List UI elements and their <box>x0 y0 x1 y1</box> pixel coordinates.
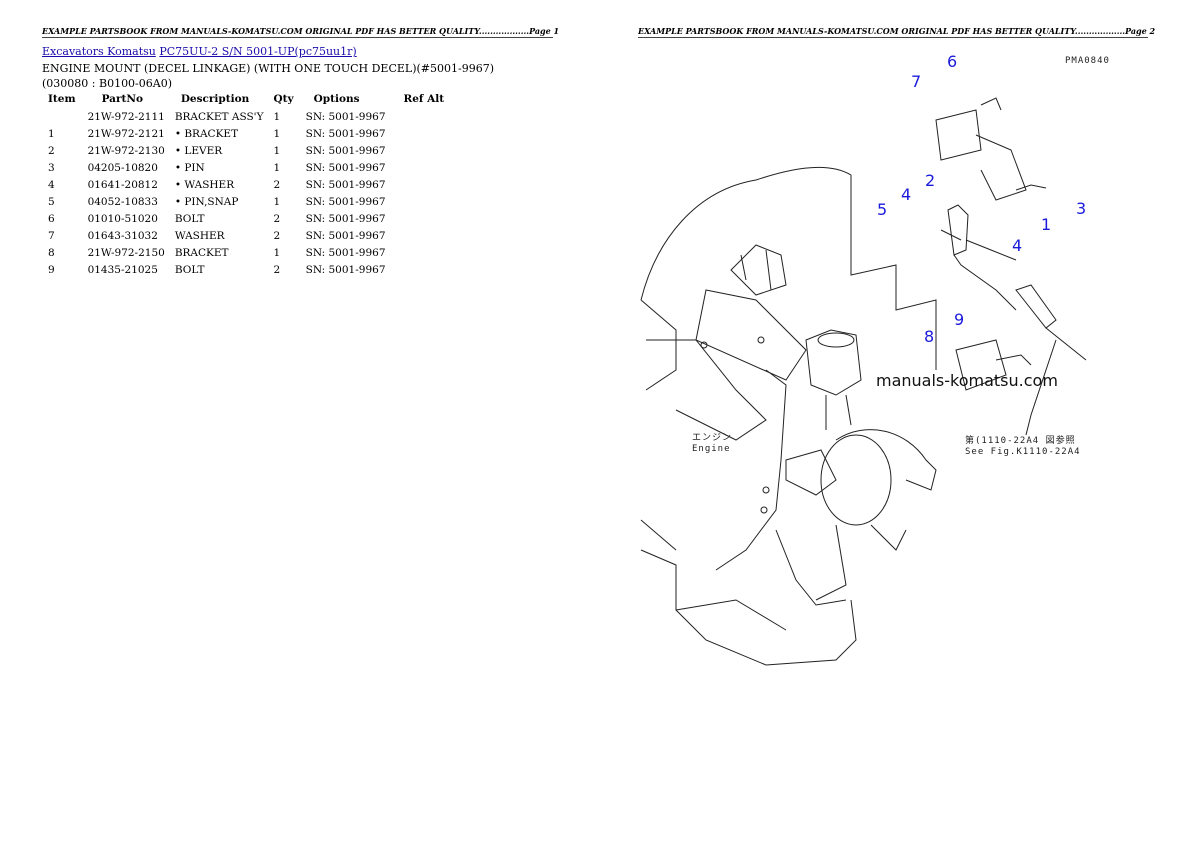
item-cell: 1 <box>48 127 55 140</box>
item-cell: 4 <box>48 178 55 191</box>
parts-diagram <box>640 97 1087 666</box>
page-2-header: EXAMPLE PARTSBOOK FROM MANUALS-KOMATSU.C… <box>638 26 1156 38</box>
table-row: 1 21W-972-2121 • BRACKET 1 SN: 5001-9967 <box>42 125 450 142</box>
qty-cell: 2 <box>273 229 281 242</box>
item-cell: 8 <box>48 246 55 259</box>
partno-cell: 04052-10833 <box>87 195 158 208</box>
table-row: 2 21W-972-2130 • LEVER 1 SN: 5001-9967 <box>42 142 450 159</box>
table-row: 21W-972-2111 BRACKET ASS'Y 1 SN: 5001-9967 <box>42 108 450 125</box>
partno-cell: 04205-10820 <box>87 161 158 174</box>
item-cell <box>42 108 82 125</box>
description-cell: • PIN <box>174 161 205 174</box>
item-cell: 6 <box>48 212 55 225</box>
description-cell: • WASHER <box>174 178 235 191</box>
options-cell: SN: 5001-9967 <box>305 246 386 259</box>
callout-label: 4 <box>1012 236 1023 255</box>
options-cell: SN: 5001-9967 <box>305 144 386 157</box>
options-cell: SN: 5001-9967 <box>305 127 386 140</box>
options-cell: SN: 5001-9967 <box>305 212 386 225</box>
qty-cell: 2 <box>273 263 281 276</box>
column-header: Options <box>313 92 360 105</box>
parts-table: Item PartNo Description Qty Options Ref … <box>42 90 450 278</box>
table-row: 8 21W-972-2150 BRACKET 1 SN: 5001-9967 <box>42 244 450 261</box>
qty-cell: 1 <box>273 144 281 157</box>
callout-label: 1 <box>1041 215 1052 234</box>
table-row: 9 01435-21025 BOLT 2 SN: 5001-9967 <box>42 261 450 278</box>
column-header: Ref Alt <box>403 92 445 105</box>
callout-label: 6 <box>947 52 958 71</box>
partno-cell: 01010-51020 <box>87 212 158 225</box>
partno-cell: 21W-972-2130 <box>87 144 165 157</box>
options-cell: SN: 5001-9967 <box>305 195 386 208</box>
breadcrumb-link-excavators[interactable]: Excavators Komatsu <box>42 45 156 58</box>
column-header: Item <box>48 92 76 105</box>
engine-label-jp: エンジン <box>692 433 733 443</box>
qty-cell: 2 <box>273 212 281 225</box>
table-row: 5 04052-10833 • PIN,SNAP 1 SN: 5001-9967 <box>42 193 450 210</box>
options-cell: SN: 5001-9967 <box>305 178 386 191</box>
callout-label: 3 <box>1076 199 1087 218</box>
table-row: 4 01641-20812 • WASHER 2 SN: 5001-9967 <box>42 176 450 193</box>
column-header: PartNo <box>101 92 143 105</box>
qty-cell: 1 <box>273 127 281 140</box>
item-cell: 2 <box>48 144 55 157</box>
callout-label: 5 <box>877 200 888 219</box>
description-cell: BOLT <box>174 263 205 276</box>
qty-cell: 1 <box>273 110 281 123</box>
callout-label: 2 <box>925 171 936 190</box>
options-cell: SN: 5001-9967 <box>305 263 386 276</box>
partno-cell: 21W-972-2111 <box>87 110 165 123</box>
callout-label: 7 <box>911 72 922 91</box>
breadcrumb: Excavators Komatsu PC75UU-2 S/N 5001-UP(… <box>42 45 357 58</box>
item-cell: 9 <box>48 263 55 276</box>
watermark: manuals-komatsu.com <box>876 371 1058 390</box>
item-cell: 5 <box>48 195 55 208</box>
description-cell: • PIN,SNAP <box>174 195 239 208</box>
options-cell: SN: 5001-9967 <box>305 110 386 123</box>
partno-cell: 21W-972-2121 <box>87 127 165 140</box>
partno-cell: 21W-972-2150 <box>87 246 165 259</box>
diagram-code: PMA0840 <box>1065 56 1110 66</box>
description-cell: • BRACKET <box>174 127 239 140</box>
column-header: Description <box>180 92 250 105</box>
callout-label: 8 <box>924 327 935 346</box>
table-row: 6 01010-51020 BOLT 2 SN: 5001-9967 <box>42 210 450 227</box>
column-header: Qty <box>273 92 294 105</box>
table-header-row: Item PartNo Description Qty Options Ref … <box>42 90 450 108</box>
description-cell: • LEVER <box>174 144 223 157</box>
partno-cell: 01641-20812 <box>87 178 158 191</box>
breadcrumb-link-model[interactable]: PC75UU-2 S/N 5001-UP(pc75uu1r) <box>159 45 357 58</box>
options-cell: SN: 5001-9967 <box>305 229 386 242</box>
description-cell: BOLT <box>174 212 205 225</box>
description-cell: WASHER <box>174 229 225 242</box>
table-row: 7 01643-31032 WASHER 2 SN: 5001-9967 <box>42 227 450 244</box>
description-cell: BRACKET ASS'Y <box>174 110 264 123</box>
partno-cell: 01643-31032 <box>87 229 158 242</box>
qty-cell: 1 <box>273 195 281 208</box>
reference-label-en: See Fig.K1110-22A4 <box>965 447 1081 457</box>
engine-label-en: Engine <box>692 444 731 454</box>
section-title: ENGINE MOUNT (DECEL LINKAGE) (WITH ONE T… <box>42 62 494 90</box>
item-cell: 3 <box>48 161 55 174</box>
partno-cell: 01435-21025 <box>87 263 158 276</box>
page-1-header: EXAMPLE PARTSBOOK FROM MANUALS-KOMATSU.C… <box>42 26 560 38</box>
description-cell: BRACKET <box>174 246 229 259</box>
qty-cell: 1 <box>273 246 281 259</box>
callout-label: 4 <box>901 185 912 204</box>
qty-cell: 2 <box>273 178 281 191</box>
item-cell: 7 <box>48 229 55 242</box>
qty-cell: 1 <box>273 161 281 174</box>
callout-label: 9 <box>954 310 965 329</box>
options-cell: SN: 5001-9967 <box>305 161 386 174</box>
reference-label-jp: 第(1110-22A4 図参照 <box>965 436 1076 446</box>
table-row: 3 04205-10820 • PIN 1 SN: 5001-9967 <box>42 159 450 176</box>
